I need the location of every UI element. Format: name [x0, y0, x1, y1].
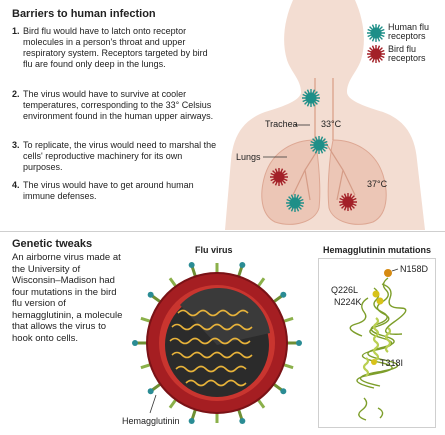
barrier-item-2: 2. The virus would have to survive at co… — [12, 89, 218, 122]
spike-tip — [188, 417, 195, 424]
left-lung — [261, 139, 321, 225]
barrier-number: 2. — [12, 89, 20, 99]
spike-tip — [280, 291, 287, 298]
trachea-shape — [314, 78, 334, 140]
mutation-site-t318i — [371, 359, 377, 365]
lungs-label: Lungs — [236, 152, 261, 162]
barrier-text: The virus would have to get around human… — [23, 180, 194, 201]
barrier-item-3: 3. To replicate, the virus would need to… — [12, 140, 218, 173]
mutation-label-n224k: N224K — [334, 297, 362, 307]
human-receptor-throat — [301, 88, 321, 108]
section-divider — [0, 231, 445, 232]
mutation-label-t318i: T318I — [380, 358, 404, 368]
spike-tip — [280, 388, 287, 395]
spike-tip — [239, 417, 246, 424]
barrier-text: The virus would have to survive at coole… — [23, 89, 214, 121]
mutation-site-q226l — [372, 290, 380, 298]
section-title-genetic: Genetic tweaks — [12, 238, 93, 250]
mutation-label-n158d: N158D — [400, 264, 429, 274]
mutations-title: Hemagglutinin mutations — [323, 245, 431, 255]
rna-strands — [169, 309, 253, 387]
n158d-leader — [391, 268, 399, 272]
spike-tip — [132, 340, 138, 346]
protein-ribbon — [349, 277, 407, 421]
virus-core-shadow — [180, 287, 270, 345]
virus-envelope-edge — [146, 272, 288, 414]
barrier-number: 1. — [12, 26, 20, 36]
human-torso-illustration — [225, 0, 425, 230]
bird-receptor-lung-right — [338, 192, 358, 212]
spike-tip — [147, 388, 154, 395]
genetic-tweaks-text: An airborne virus made at the University… — [12, 252, 123, 344]
legend-bird-label: Bird flu receptors — [388, 44, 426, 63]
protein-helices — [362, 317, 392, 377]
barrier-number: 3. — [12, 140, 20, 150]
spike-tip — [147, 291, 154, 298]
temp-lower-label: 37°C — [367, 179, 388, 189]
mutation-site-n224k — [376, 297, 384, 305]
mutation-site-n158d — [384, 269, 392, 277]
human-receptor-lung — [285, 193, 305, 213]
barrier-text: To replicate, the virus would need to ma… — [23, 140, 217, 172]
flu-virus-title: Flu virus — [195, 245, 233, 255]
section-title-barriers: Barriers to human infection — [12, 8, 156, 20]
legend-human-icon — [366, 23, 386, 43]
spike-tip — [296, 340, 302, 346]
barrier-number: 4. — [12, 180, 20, 190]
bird-receptor-lung-left — [269, 167, 289, 187]
spike-tip — [188, 262, 195, 269]
flu-virus-illustration — [132, 262, 302, 424]
spike-tip — [239, 262, 246, 269]
trachea-label: Trachea — [265, 119, 298, 129]
human-receptor-trachea — [309, 135, 329, 155]
mutation-label-q226l: Q226L — [331, 285, 359, 295]
barrier-item-4: 4. The virus would have to get around hu… — [12, 180, 218, 202]
temp-upper-label: 33°C — [321, 119, 342, 129]
protein-structure — [349, 268, 407, 421]
legend-bird-icon — [366, 44, 386, 64]
hemagglutinin-leader — [149, 394, 157, 414]
barrier-item-1: 1. Bird flu would have to latch onto rec… — [12, 26, 218, 70]
barrier-text: Bird flu would have to latch onto recept… — [23, 26, 208, 69]
bronchi — [292, 139, 356, 201]
legend-human-label: Human flu receptors — [388, 22, 430, 41]
hemagglutinin-label: Hemagglutinin — [122, 416, 180, 426]
